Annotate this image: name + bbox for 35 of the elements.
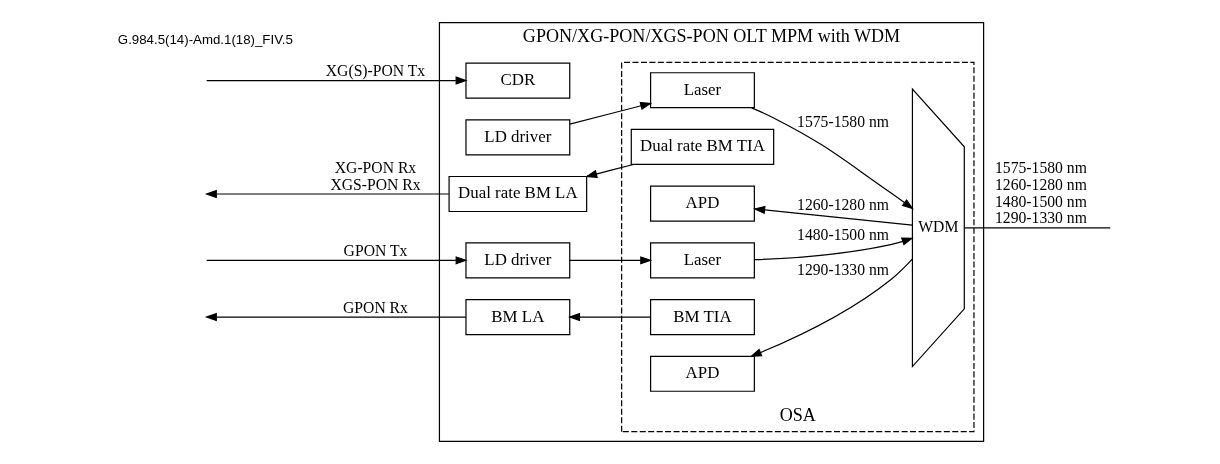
connector [963,227,1111,229]
arrow [204,189,450,199]
node-box: CDR [465,62,571,99]
edge-label: XG(S)-PON Tx [325,62,426,80]
arrow [206,256,468,265]
arrow [568,312,652,322]
node-box: APD [650,185,755,222]
arrow [206,76,468,85]
edge-label: XG-PON Rx XGS-PON Rx [330,158,421,193]
arrow [753,205,913,226]
label: G.984.5(14)-Amd.1(18)_FIV.5 [117,32,293,48]
edge-label: GPON Rx [343,298,408,316]
node-box: LD driver [465,119,571,156]
node-box: Dual rate BM TIA [630,128,775,166]
edge-label: 1290-1330 nm [797,261,889,279]
node-box: BM TIA [650,298,755,336]
arrow [754,237,914,261]
node-box: Laser [650,72,755,109]
node-box: BM LA [465,298,571,336]
edge-label: 1480-1500 nm [797,226,889,244]
arrow [751,107,914,210]
node-box: Laser [650,242,755,279]
edge-label: 1575-1580 nm [797,112,889,130]
node-box: APD [650,355,755,392]
node-box: LD driver [465,242,571,279]
edge-label: GPON Tx [343,242,408,260]
arrow [749,258,913,357]
node-box: Dual rate BM LA [448,175,588,213]
edge-label: 1260-1280 nm [797,196,889,214]
arrow [569,101,653,125]
edge-label: 1575-1580 nm 1260-1280 nm 1480-1500 nm 1290-1330 nm [995,158,1087,227]
arrow [585,163,634,178]
arrow [204,312,467,322]
node-box: WDM [911,87,965,369]
arrow [569,256,653,265]
